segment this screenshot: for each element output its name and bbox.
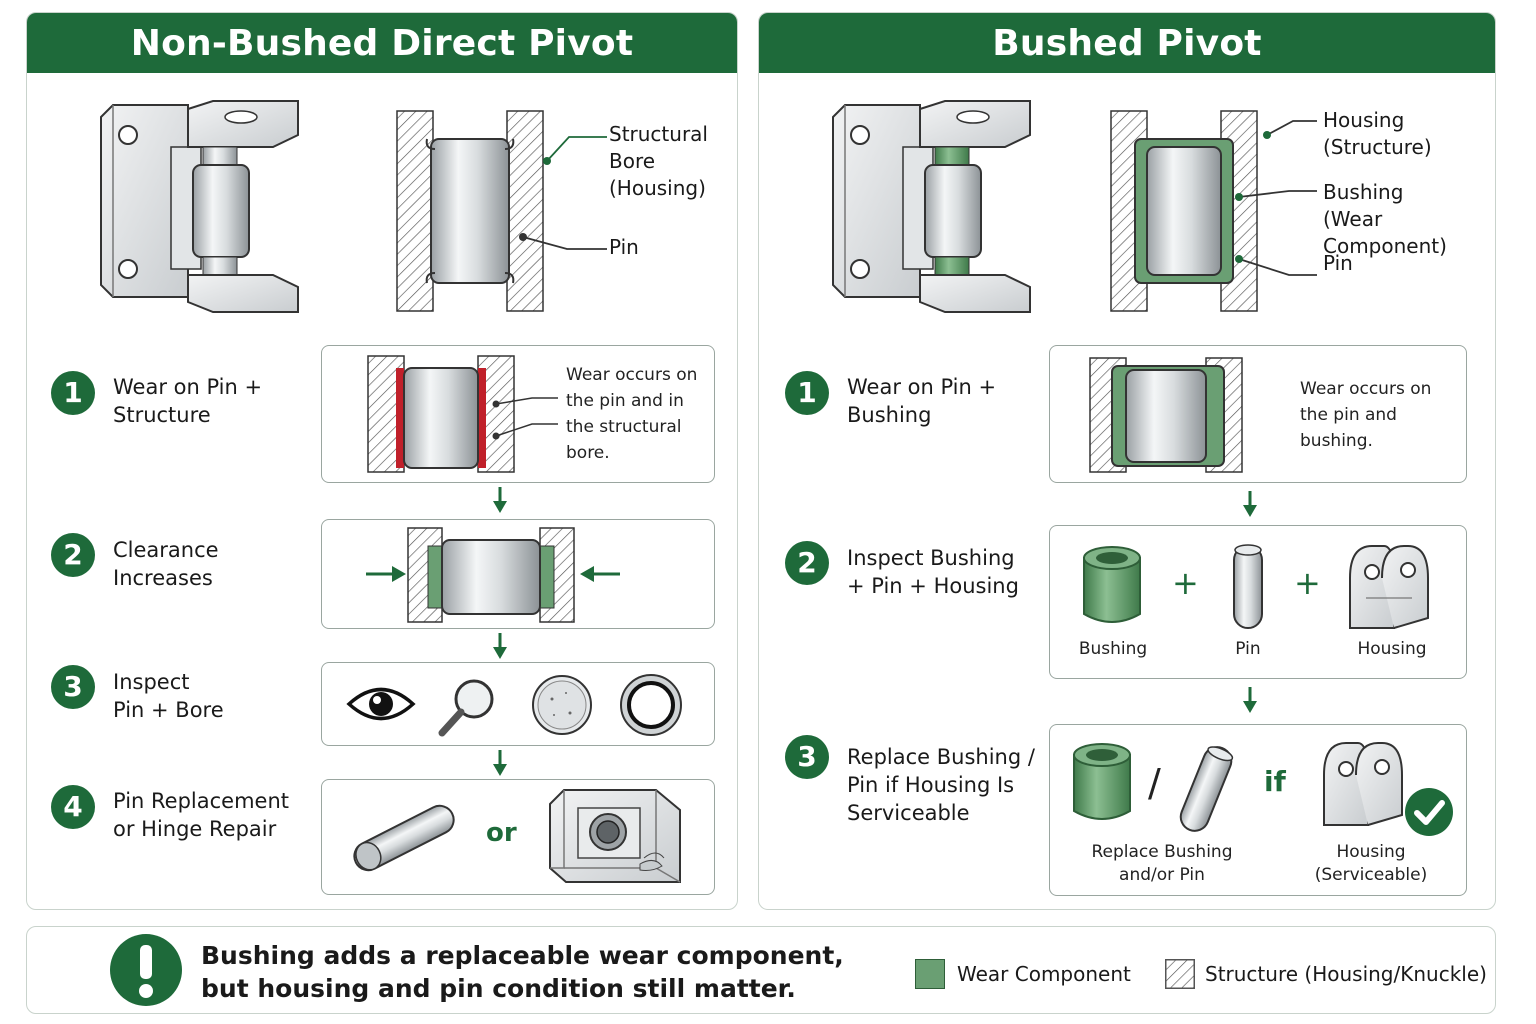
callout-lines-right <box>1235 120 1317 276</box>
non-bushed-panel: Non-Bushed Direct Pivot Structural Bore … <box>26 12 738 910</box>
step-3-box-left <box>321 662 715 746</box>
step-2-box-right: Bushing + Pin + Housing <box>1049 525 1467 679</box>
structure-swatch <box>1165 959 1195 989</box>
structural-bore-callout: Structural Bore (Housing) <box>609 122 708 200</box>
step-2-badge-right: 2 <box>785 541 829 585</box>
pin-callout-right: Pin <box>1323 251 1353 275</box>
pin-callout-left: Pin <box>609 235 639 259</box>
replace-bushing-icon <box>1073 743 1131 820</box>
step-3-label-right: Replace Bushing / Pin if Housing Is Serv… <box>847 745 1035 825</box>
callout-lines-step1-left <box>492 397 558 440</box>
step-4-box-left: or <box>321 779 715 895</box>
inspect-housing-caption: Housing <box>1357 639 1427 659</box>
worn-pin-cross-section <box>367 355 515 473</box>
summary-banner: Bushing adds a replaceable wear componen… <box>26 926 1496 1014</box>
step-1-box-left: Wear occurs on the pin and in the struct… <box>321 345 715 483</box>
slash-separator: / <box>1148 761 1161 805</box>
pin-icon <box>353 804 455 872</box>
worn-pin-end-icon <box>532 675 592 735</box>
step-1-badge-right: 1 <box>785 371 829 415</box>
inspect-pin-icon <box>1233 544 1263 629</box>
step-1-label-left: Wear on Pin + Structure <box>113 375 263 427</box>
down-arrow-icon <box>1243 687 1257 713</box>
housing-callout: Housing (Structure) <box>1323 108 1432 159</box>
plus-sign-1: + <box>1172 564 1199 602</box>
step-2-label-left: Clearance Increases <box>113 538 219 590</box>
step-4-badge-left: 4 <box>51 785 95 829</box>
if-label: if <box>1264 765 1286 798</box>
bushed-wear-cross-section <box>1089 357 1243 473</box>
exclamation-icon <box>110 934 182 1006</box>
bore-ring-icon <box>620 674 682 736</box>
step-1-detail-right: Wear occurs on the pin and bushing. <box>1300 379 1432 451</box>
clevis-housing-icon <box>1349 545 1429 629</box>
magnifier-icon <box>438 679 494 737</box>
bushing-callout: Bushing (Wear Component) <box>1323 180 1447 258</box>
clearance-arrow-right <box>580 566 620 582</box>
callout-lines-left <box>519 136 607 250</box>
step-2-badge-left: 2 <box>51 533 95 577</box>
bushed-title: Bushed Pivot <box>759 13 1495 73</box>
wear-component-swatch <box>915 959 945 989</box>
step-2-box-left <box>321 519 715 629</box>
serviceable-housing-icon <box>1323 742 1403 826</box>
step-4-label-left: Pin Replacement or Hinge Repair <box>113 789 290 841</box>
clearance-cross-section <box>407 527 575 623</box>
bushed-cross-section <box>1110 110 1258 312</box>
summary-note: Bushing adds a replaceable wear componen… <box>201 941 844 1003</box>
inspect-bushing-caption: Bushing <box>1078 639 1148 659</box>
bushing-icon <box>1083 546 1141 623</box>
non-bushed-title: Non-Bushed Direct Pivot <box>27 13 737 73</box>
housing-serviceable-caption: Housing (Serviceable) <box>1314 842 1428 885</box>
step-3-box-right: / if Replace Bushing and/or Pin Housing … <box>1049 724 1467 896</box>
step-3-badge-right: 3 <box>785 735 829 779</box>
clearance-arrow-left <box>366 566 406 582</box>
replace-pin-icon <box>1179 746 1234 832</box>
bushed-panel: Bushed Pivot Housing (Structure) Bushing… <box>758 12 1496 910</box>
eye-icon <box>346 687 416 721</box>
non-bushed-cross-section <box>396 110 544 312</box>
step-2-label-right: Inspect Bushing + Pin + Housing <box>847 546 1019 598</box>
step-1-detail-left: Wear occurs on the pin and in the struct… <box>566 365 698 463</box>
check-icon <box>1405 788 1453 836</box>
step-3-label-left: Inspect Pin + Bore <box>113 670 224 722</box>
step-1-box-right: Wear occurs on the pin and bushing. <box>1049 345 1467 483</box>
legend-structure-label: Structure (Housing/Knuckle) <box>1205 962 1487 986</box>
inspect-pin-caption: Pin <box>1235 639 1261 659</box>
bushed-hinge-icon <box>832 100 1031 313</box>
down-arrow-icon <box>1243 491 1257 517</box>
repaired-knuckle-icon <box>549 789 681 883</box>
plus-sign-2: + <box>1294 564 1321 602</box>
hinge-icon <box>100 100 299 313</box>
legend-wear-label: Wear Component <box>957 962 1131 986</box>
down-arrow-icon <box>493 633 507 659</box>
or-label: or <box>486 818 517 848</box>
step-1-label-right: Wear on Pin + Bushing <box>847 375 997 427</box>
down-arrow-icon <box>493 750 507 776</box>
down-arrow-icon <box>493 487 507 513</box>
step-1-badge-left: 1 <box>51 371 95 415</box>
step-3-badge-left: 3 <box>51 665 95 709</box>
replace-caption: Replace Bushing and/or Pin <box>1091 842 1233 885</box>
